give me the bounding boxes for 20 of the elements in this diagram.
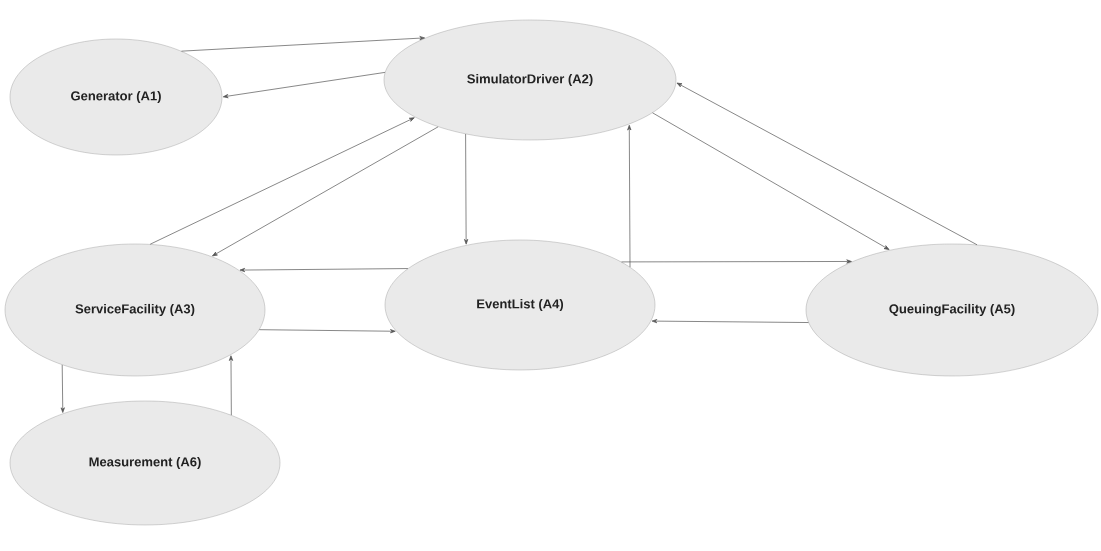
arrow: [60, 364, 65, 413]
arrow: [627, 124, 632, 268]
arrow: [464, 133, 469, 245]
arrow: [149, 117, 415, 245]
arrow: [258, 329, 396, 334]
arrow: [212, 126, 439, 257]
arrow: [239, 267, 409, 273]
ellipse-node: Generator (A1): [9, 38, 223, 156]
arrow: [651, 319, 809, 324]
ellipse-node: Measurement (A6): [9, 400, 281, 526]
ellipse-node: SimulatorDriver (A2): [383, 19, 677, 141]
arrow: [676, 82, 978, 246]
ellipse-node: EventList (A4): [384, 239, 656, 371]
arrow: [181, 36, 425, 52]
arrow: [228, 355, 234, 416]
arrow: [222, 72, 386, 99]
ellipse-node: QueuingFacility (A5): [805, 243, 1099, 377]
arrow: [652, 112, 890, 250]
arrow: [621, 259, 852, 264]
ellipse-node: ServiceFacility (A3): [4, 243, 266, 377]
